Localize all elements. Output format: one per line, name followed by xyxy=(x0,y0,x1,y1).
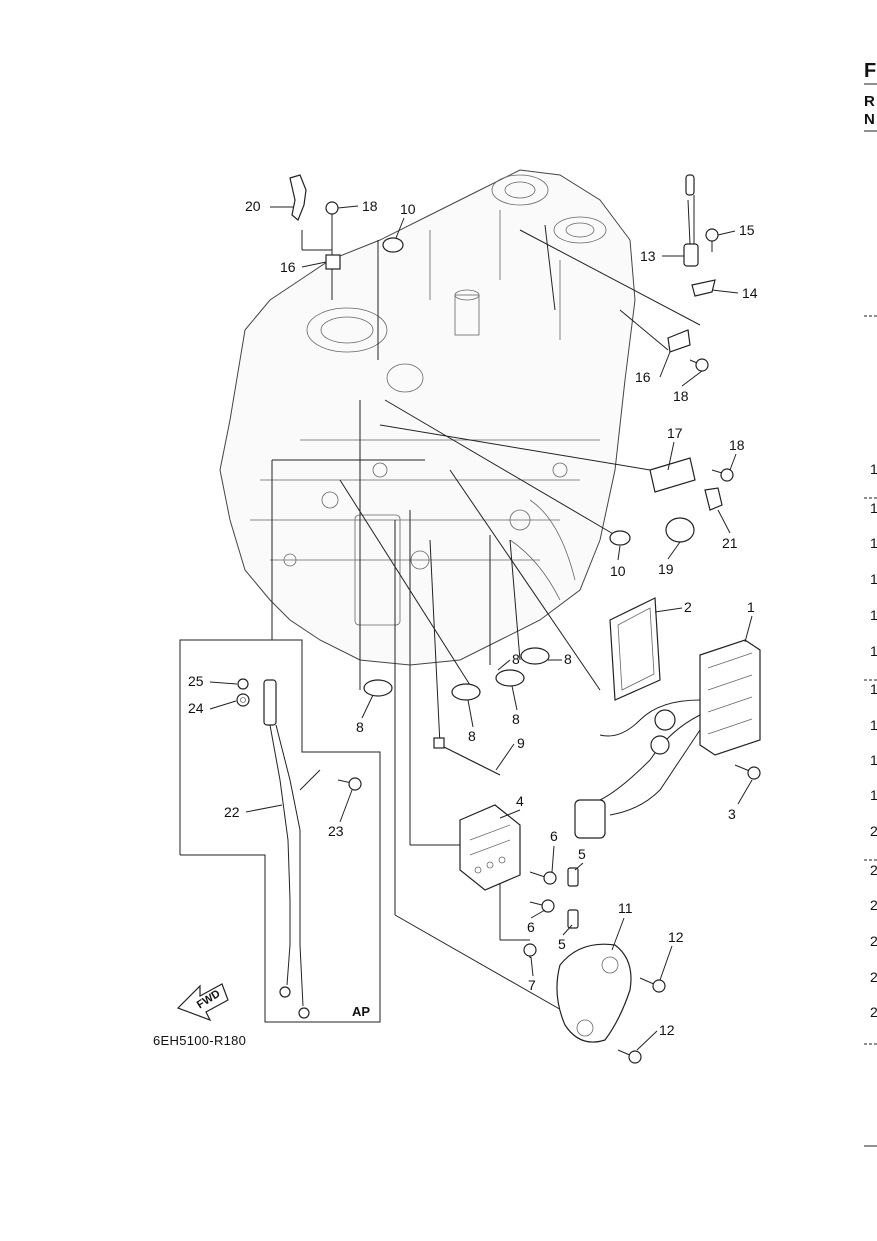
part-clamp-21 xyxy=(704,487,723,511)
callout-label: 20 xyxy=(245,198,261,214)
part-rectifier-regulator xyxy=(574,639,761,839)
edge-number: 2 xyxy=(870,862,877,878)
ap-label: AP xyxy=(352,1004,370,1019)
edge-letter: F xyxy=(864,60,876,82)
callout-label: 3 xyxy=(728,806,736,822)
callout-label: 18 xyxy=(729,437,745,453)
callout-ticks xyxy=(209,205,753,1051)
callout-label: 16 xyxy=(635,369,651,385)
edge-number: 1 xyxy=(870,461,877,477)
edge-number: 2 xyxy=(870,823,877,839)
part-brackets-16 xyxy=(325,254,691,353)
callout-label: 15 xyxy=(739,222,755,238)
callout-label: 12 xyxy=(668,929,684,945)
callout-label: 1 xyxy=(747,599,755,615)
edge-number: 1 xyxy=(870,717,877,733)
part-relay-assembly xyxy=(459,804,521,891)
callout-label: 8 xyxy=(564,651,572,667)
part-clamps-5 xyxy=(567,867,579,929)
edge-number: 1 xyxy=(870,571,877,587)
edge-number: 2 xyxy=(870,969,877,985)
part-bolts-6-7 xyxy=(523,871,557,958)
engine-block xyxy=(219,169,636,666)
callout-label: 8 xyxy=(512,651,520,667)
callout-label: 8 xyxy=(468,728,476,744)
part-gasket xyxy=(609,597,661,701)
part-bolt-23 xyxy=(337,777,362,791)
edge-number: 1 xyxy=(870,643,877,659)
callout-label: 18 xyxy=(673,388,689,404)
callout-label: 22 xyxy=(224,804,240,820)
callout-label: 14 xyxy=(742,285,758,301)
right-edge-numbers: 1 1 1 1 1 1 1 1 1 1 2 2 2 2 2 2 xyxy=(864,461,877,1147)
callout-label: 19 xyxy=(658,561,674,577)
edge-number: 1 xyxy=(870,787,877,803)
callout-label: 25 xyxy=(188,673,204,689)
part-bracket-14 xyxy=(691,279,716,297)
callout-label: 11 xyxy=(618,900,633,916)
callout-label: 24 xyxy=(188,700,204,716)
edge-number: 1 xyxy=(870,500,877,516)
callout-label: 10 xyxy=(400,201,416,217)
part-clips-10 xyxy=(382,237,631,546)
callout-label: 13 xyxy=(640,248,656,264)
callout-label: 8 xyxy=(512,711,520,727)
part-sensor-13 xyxy=(683,174,699,267)
callout-label: 12 xyxy=(659,1022,675,1038)
part-clamp-19 xyxy=(665,517,695,543)
part-tie-9 xyxy=(433,737,501,776)
part-bolt-15 xyxy=(705,228,719,252)
callout-label: 18 xyxy=(362,198,378,214)
callout-label: 16 xyxy=(280,259,296,275)
part-bolt-3 xyxy=(734,764,761,780)
edge-number: 1 xyxy=(870,752,877,768)
edge-number: 2 xyxy=(870,933,877,949)
part-hook-20 xyxy=(289,174,307,221)
part-holders-8 xyxy=(363,647,550,701)
part-washer-25 xyxy=(237,678,249,690)
callout-label: 2 xyxy=(684,599,692,615)
part-bracket-17 xyxy=(649,457,696,493)
callout-label: 5 xyxy=(578,846,586,862)
callout-label: 9 xyxy=(517,735,525,751)
callout-label: 23 xyxy=(328,823,344,839)
edge-number: 2 xyxy=(870,897,877,913)
part-screws-12 xyxy=(617,977,666,1064)
callout-label: 10 xyxy=(610,563,626,579)
part-harness-22 xyxy=(263,679,321,1019)
part-nut-24 xyxy=(236,693,250,707)
edge-letter: N xyxy=(864,111,875,128)
fwd-arrow-icon xyxy=(176,983,229,1022)
ap-inset-box xyxy=(179,639,381,1023)
callout-label: 17 xyxy=(667,425,683,441)
callout-labels: 1 2 3 4 5 5 6 6 7 8 8 8 8 8 9 10 10 11 1… xyxy=(188,198,758,1038)
right-edge-letters: F R N xyxy=(864,60,877,317)
edge-letter: R xyxy=(864,93,875,110)
callout-label: 8 xyxy=(356,719,364,735)
callout-label: 6 xyxy=(527,919,535,935)
callout-label: 21 xyxy=(722,535,738,551)
edge-number: 2 xyxy=(870,1004,877,1020)
leader-lines xyxy=(271,224,701,1016)
callout-label: 6 xyxy=(550,828,558,844)
part-cover-11 xyxy=(556,943,632,1043)
diagram-code: 6EH5100-R180 xyxy=(153,1033,246,1048)
edge-number: 1 xyxy=(870,681,877,697)
callout-label: 7 xyxy=(528,977,536,993)
edge-number: 1 xyxy=(870,535,877,551)
callout-label: 4 xyxy=(516,793,524,809)
edge-number: 1 xyxy=(870,607,877,623)
callout-label: 5 xyxy=(558,936,566,952)
